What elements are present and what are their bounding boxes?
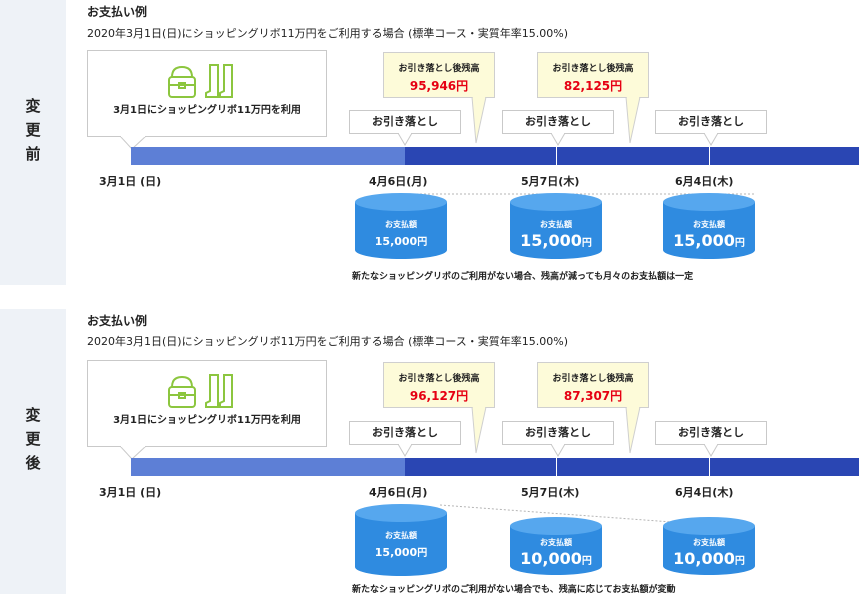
shopping-icons: [168, 64, 233, 98]
balance-callout: お引き落とし後残高 87,307円: [537, 362, 649, 408]
withdrawal-label: お引き落とし: [349, 421, 461, 445]
balance-label: お引き落とし後残高: [398, 64, 480, 74]
timeline-tick: [709, 147, 710, 165]
example-subtitle: 2020年3月1日(日)にショッピングリボ11万円をご利用する場合 (標準コース…: [87, 335, 569, 348]
balance-callout: お引き落とし後残高 96,127円: [383, 362, 495, 408]
side-panel-before: 変 更 前: [0, 0, 66, 285]
payment-amount: 15,000円: [673, 231, 745, 250]
balance-value: 82,125円: [563, 79, 623, 93]
callout-tail: [551, 444, 565, 457]
timeline-payment-period: [405, 458, 859, 476]
callout-tail: [704, 444, 718, 457]
date-label: 4月6日(月): [369, 175, 428, 188]
side-panel-after: 変 更 後: [0, 309, 66, 594]
date-label: 3月1日 (日): [99, 486, 162, 499]
payment-cylinder: お支払額 10,000円: [510, 517, 602, 575]
payment-label: お支払額: [540, 538, 572, 547]
usage-text: 3月1日にショッピングリボ11万円を利用: [113, 105, 301, 116]
payment-amount: 15,000円: [374, 546, 428, 559]
section-after: 変 更 後 お支払い例 2020年3月1日(日)にショッピングリボ11万円をご利…: [0, 309, 859, 595]
withdrawal-label: お引き落とし: [502, 421, 614, 445]
side-label-char: 変: [25, 97, 41, 115]
withdrawal-label: お引き落とし: [349, 110, 461, 134]
callout-tail: [398, 133, 412, 146]
balance-label: お引き落とし後残高: [398, 374, 480, 384]
callout-tail: [471, 407, 487, 454]
payment-note: 新たなショッピングリボのご利用がない場合、残高が減っても月々のお支払額は一定: [352, 272, 694, 282]
payment-amount: 15,000円: [374, 235, 428, 248]
payment-cylinder: お支払額 15,000円: [355, 504, 447, 576]
example-title: お支払い例: [87, 314, 148, 328]
payment-label: お支払額: [385, 220, 417, 229]
payment-label: お支払額: [540, 220, 572, 229]
side-label-char: 更: [25, 121, 41, 139]
balance-label: お引き落とし後残高: [552, 64, 634, 74]
balance-callout: お引き落とし後残高 95,946円: [383, 52, 495, 98]
dashed-connector: [400, 193, 755, 195]
payment-label: お支払額: [385, 531, 417, 540]
timeline-usage-period: [131, 458, 405, 476]
boots-icon: [205, 374, 233, 408]
callout-tail: [471, 97, 487, 144]
side-label-char: 前: [25, 145, 41, 163]
payment-amount: 15,000円: [520, 231, 592, 250]
side-label-char: 更: [25, 430, 41, 448]
callout-tail: [625, 407, 641, 454]
balance-value: 95,946円: [409, 79, 469, 93]
shopping-icons: [168, 374, 233, 408]
balance-callout: お引き落とし後残高 82,125円: [537, 52, 649, 98]
usage-text: 3月1日にショッピングリボ11万円を利用: [113, 415, 301, 426]
payment-cylinder: お支払額 10,000円: [663, 517, 755, 575]
payment-label: お支払額: [693, 220, 725, 229]
side-label-char: 変: [25, 406, 41, 424]
usage-callout: 3月1日にショッピングリボ11万円を利用: [87, 50, 327, 137]
payment-amount: 10,000円: [520, 549, 592, 568]
callout-tail: [551, 133, 565, 146]
balance-value: 87,307円: [563, 389, 623, 403]
payment-note: 新たなショッピングリボのご利用がない場合でも、残高に応じてお支払額が変動: [352, 585, 676, 595]
callout-tail: [398, 444, 412, 457]
timeline-usage-period: [131, 147, 405, 165]
date-label: 6月4日(木): [675, 486, 734, 499]
section-before: 変 更 前 お支払い例 2020年3月1日(日)にショッピングリボ11万円をご利…: [0, 0, 859, 285]
date-label: 5月7日(木): [521, 175, 580, 188]
payment-cylinder: お支払額 15,000円: [510, 193, 602, 259]
callout-tail: [704, 133, 718, 146]
payment-cylinder: お支払額 15,000円: [663, 193, 755, 259]
bag-icon: [168, 375, 196, 408]
balance-value: 96,127円: [409, 389, 469, 403]
withdrawal-label: お引き落とし: [502, 110, 614, 134]
timeline-tick: [556, 147, 557, 165]
callout-tail: [625, 97, 641, 144]
timeline-payment-period: [405, 147, 859, 165]
date-label: 4月6日(月): [369, 486, 428, 499]
side-label-char: 後: [25, 454, 41, 472]
example-subtitle: 2020年3月1日(日)にショッピングリボ11万円をご利用する場合 (標準コース…: [87, 27, 569, 40]
example-title: お支払い例: [87, 5, 148, 19]
timeline-tick: [556, 458, 557, 476]
bag-icon: [168, 65, 196, 98]
withdrawal-label: お引き落とし: [655, 110, 767, 134]
date-label: 6月4日(木): [675, 175, 734, 188]
date-label: 5月7日(木): [521, 486, 580, 499]
payment-label: お支払額: [693, 538, 725, 547]
payment-amount: 10,000円: [673, 549, 745, 568]
timeline-tick: [709, 458, 710, 476]
callout-tail: [120, 446, 147, 460]
withdrawal-label: お引き落とし: [655, 421, 767, 445]
balance-label: お引き落とし後残高: [552, 374, 634, 384]
payment-cylinder: お支払額 15,000円: [355, 193, 447, 259]
callout-tail: [120, 136, 147, 150]
usage-callout: 3月1日にショッピングリボ11万円を利用: [87, 360, 327, 447]
date-label: 3月1日 (日): [99, 175, 162, 188]
boots-icon: [205, 64, 233, 98]
